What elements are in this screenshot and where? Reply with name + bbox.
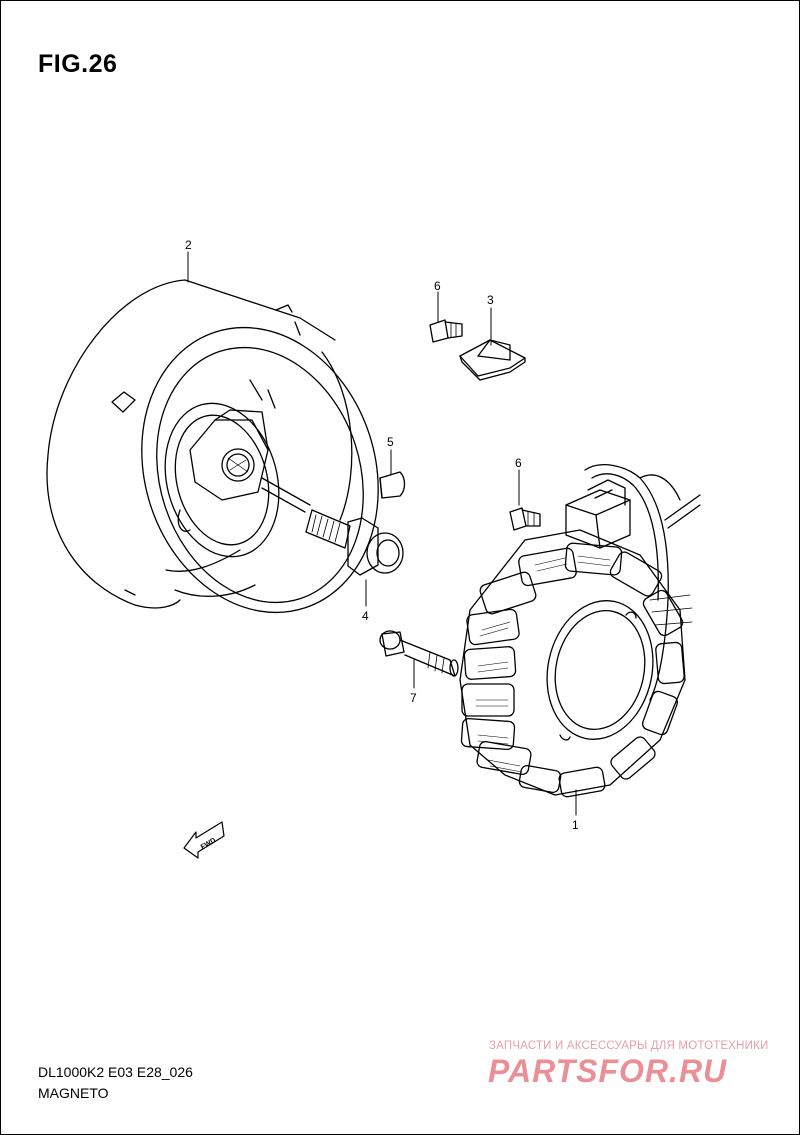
model-code: DL1000K2 E03 E28_026 (38, 1064, 193, 1080)
key-part-5 (379, 471, 406, 499)
figure-title: FIG.26 (38, 50, 118, 78)
stator-part-1 (459, 464, 701, 798)
fwd-direction-arrow: FWD (183, 821, 225, 859)
callout-2: 2 (185, 238, 192, 252)
callout-5: 5 (387, 435, 394, 449)
callout-6-lower: 6 (515, 456, 522, 470)
callout-4: 4 (362, 609, 369, 623)
leader-lines (187, 251, 577, 816)
rotor-bolt-part-4 (305, 509, 404, 576)
watermark-tagline: ЗАПЧАСТИ И АКСЕССУАРЫ ДЛЯ МОТОТЕХНИКИ (489, 1040, 769, 1052)
callout-3: 3 (487, 293, 494, 307)
watermark-logo: PARTSFOR.RU (488, 1053, 727, 1089)
clamp-part-3 (459, 339, 526, 381)
callout-7: 7 (410, 691, 417, 705)
rotor-part-2 (46, 279, 379, 614)
stator-bolt-part-7 (379, 630, 459, 677)
screw-part-6-lower (509, 507, 541, 531)
callout-1: 1 (572, 818, 579, 832)
screw-part-6-upper (429, 319, 463, 343)
watermark-logo-text: PARTSFOR.RU (488, 1053, 727, 1089)
callout-6-upper: 6 (434, 279, 441, 293)
group-name: MAGNETO (38, 1085, 109, 1101)
